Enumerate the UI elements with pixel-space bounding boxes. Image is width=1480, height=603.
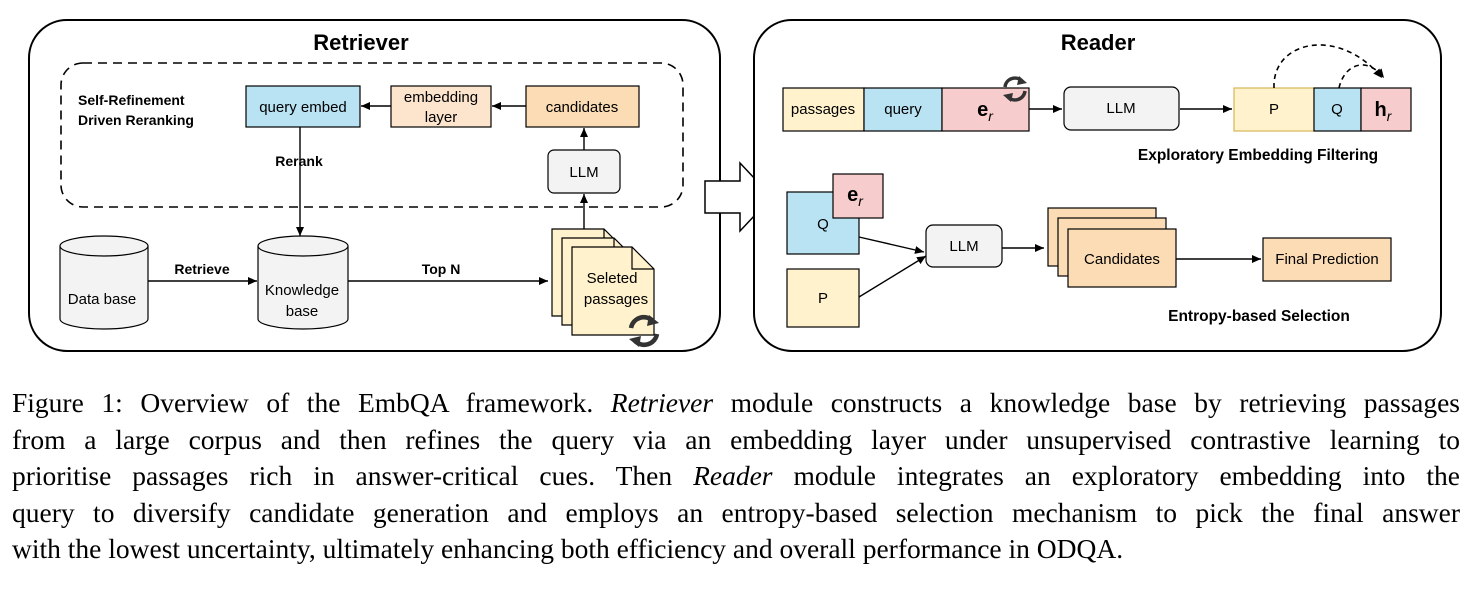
selected-passages-label-1: Seleted	[587, 270, 638, 287]
reader-llm-bottom-box: LLM	[925, 224, 1003, 268]
database-cylinder: Data base	[59, 235, 149, 330]
caption-l3-a: prioritise passages rich in answer-criti…	[12, 460, 694, 491]
p-output-label: P	[1269, 101, 1279, 118]
query-embed-box: query embed	[245, 85, 361, 128]
database-label: Data base	[68, 291, 136, 308]
q-lower-box: Q	[786, 191, 860, 255]
retrieve-label: Retrieve	[174, 261, 229, 277]
er-lower-sub: r	[858, 193, 864, 209]
candidates-box: candidates	[525, 85, 640, 128]
caption-l1-a: Figure 1: Overview of the EmbQA framewor…	[12, 387, 611, 418]
svg-text:er: er	[977, 99, 994, 124]
candidates-label: candidates	[546, 99, 619, 116]
retriever-title: Retriever	[313, 30, 409, 55]
p-lower-box: P	[786, 268, 860, 328]
er-symbol-sub: r	[988, 108, 994, 124]
svg-text:er: er	[847, 184, 864, 209]
arrow-q-to-llm	[858, 236, 925, 254]
top-n-label: Top N	[422, 261, 461, 277]
exploratory-embedding-token: er	[941, 87, 1030, 132]
dashed-arrow-from-p	[1273, 44, 1383, 89]
reader-candidates-label: Candidates	[1084, 251, 1160, 268]
hr-output-token: hr	[1360, 87, 1412, 132]
selected-passages-label-2: passages	[584, 291, 648, 308]
caption-line-3: prioritise passages rich in answer-criti…	[12, 458, 1460, 495]
retriever-llm-box: LLM	[547, 149, 621, 194]
final-prediction-box: Final Prediction	[1262, 237, 1392, 282]
exploratory-filtering-label: Exploratory Embedding Filtering	[1138, 147, 1378, 164]
query-embed-label: query embed	[259, 99, 347, 116]
passages-token-label: passages	[791, 101, 855, 118]
reader-panel: Reader passages query er LLM	[753, 19, 1442, 352]
knowledge-base-cylinder: Knowledge base	[257, 235, 349, 330]
q-output-token: Q	[1313, 87, 1362, 132]
caption-line-2: from a large corpus and then refines the…	[12, 423, 1460, 455]
caption-line-1: Figure 1: Overview of the EmbQA framewor…	[12, 385, 1460, 422]
embedding-layer-label-1: embedding	[404, 89, 478, 106]
hr-symbol-sub: r	[1387, 108, 1393, 124]
retriever-panel: Retriever Self-Refinement Driven Reranki…	[28, 19, 721, 352]
embqa-framework-diagram: Retriever Self-Refinement Driven Reranki…	[28, 19, 1442, 352]
embedding-layer-box: embedding layer	[390, 85, 492, 128]
q-output-label: Q	[1331, 101, 1343, 118]
refresh-icon	[628, 315, 660, 347]
caption-l1-b: Retriever	[610, 387, 714, 418]
p-lower-label: P	[818, 290, 828, 307]
figure-caption: Figure 1: Overview of the EmbQA framewor…	[12, 385, 1460, 568]
driven-reranking-label: Driven Reranking	[78, 112, 194, 128]
er-lower-main: e	[847, 184, 858, 206]
caption-line-4: query to diversify candidate generation …	[12, 496, 1460, 528]
svg-text:hr: hr	[1375, 99, 1393, 124]
q-lower-label: Q	[817, 216, 829, 233]
knowledge-base-label-1: Knowledge	[265, 282, 339, 299]
caption-l3-b: Reader	[693, 460, 773, 491]
arrow-p-to-llm	[858, 255, 927, 298]
reader-llm-top-box: LLM	[1063, 86, 1180, 131]
reader-title: Reader	[1061, 30, 1136, 55]
self-refinement-region	[60, 62, 684, 208]
final-prediction-label: Final Prediction	[1275, 251, 1378, 268]
refresh-icon-small	[1003, 76, 1027, 102]
embedding-layer-label-2: layer	[425, 109, 458, 126]
dashed-arrow-from-q	[1338, 64, 1385, 89]
selected-passages-docs: Seleted passages	[551, 228, 655, 336]
hr-symbol-main: h	[1375, 99, 1387, 121]
entropy-selection-label: Entropy-based Selection	[1168, 308, 1350, 325]
reader-llm-top-label: LLM	[1106, 100, 1135, 117]
reader-llm-bottom-label: LLM	[949, 238, 978, 255]
retriever-llm-label: LLM	[569, 164, 598, 181]
caption-l3-c: module integrates an exploratory embeddi…	[772, 460, 1460, 491]
knowledge-base-label-2: base	[286, 303, 319, 320]
candidates-stack: Candidates	[1047, 207, 1177, 288]
caption-line-5: with the lowest uncertainty, ultimately …	[12, 533, 1124, 564]
query-token-label: query	[884, 101, 922, 118]
self-refinement-label: Self-Refinement	[78, 92, 185, 108]
caption-l1-c: module constructs a knowledge base by re…	[713, 387, 1461, 418]
passages-token: passages	[782, 87, 865, 132]
query-token: query	[863, 87, 943, 132]
er-lower-box: er	[832, 173, 884, 219]
p-output-token: P	[1233, 87, 1315, 132]
rerank-label: Rerank	[275, 153, 323, 169]
er-symbol-main: e	[977, 99, 988, 121]
